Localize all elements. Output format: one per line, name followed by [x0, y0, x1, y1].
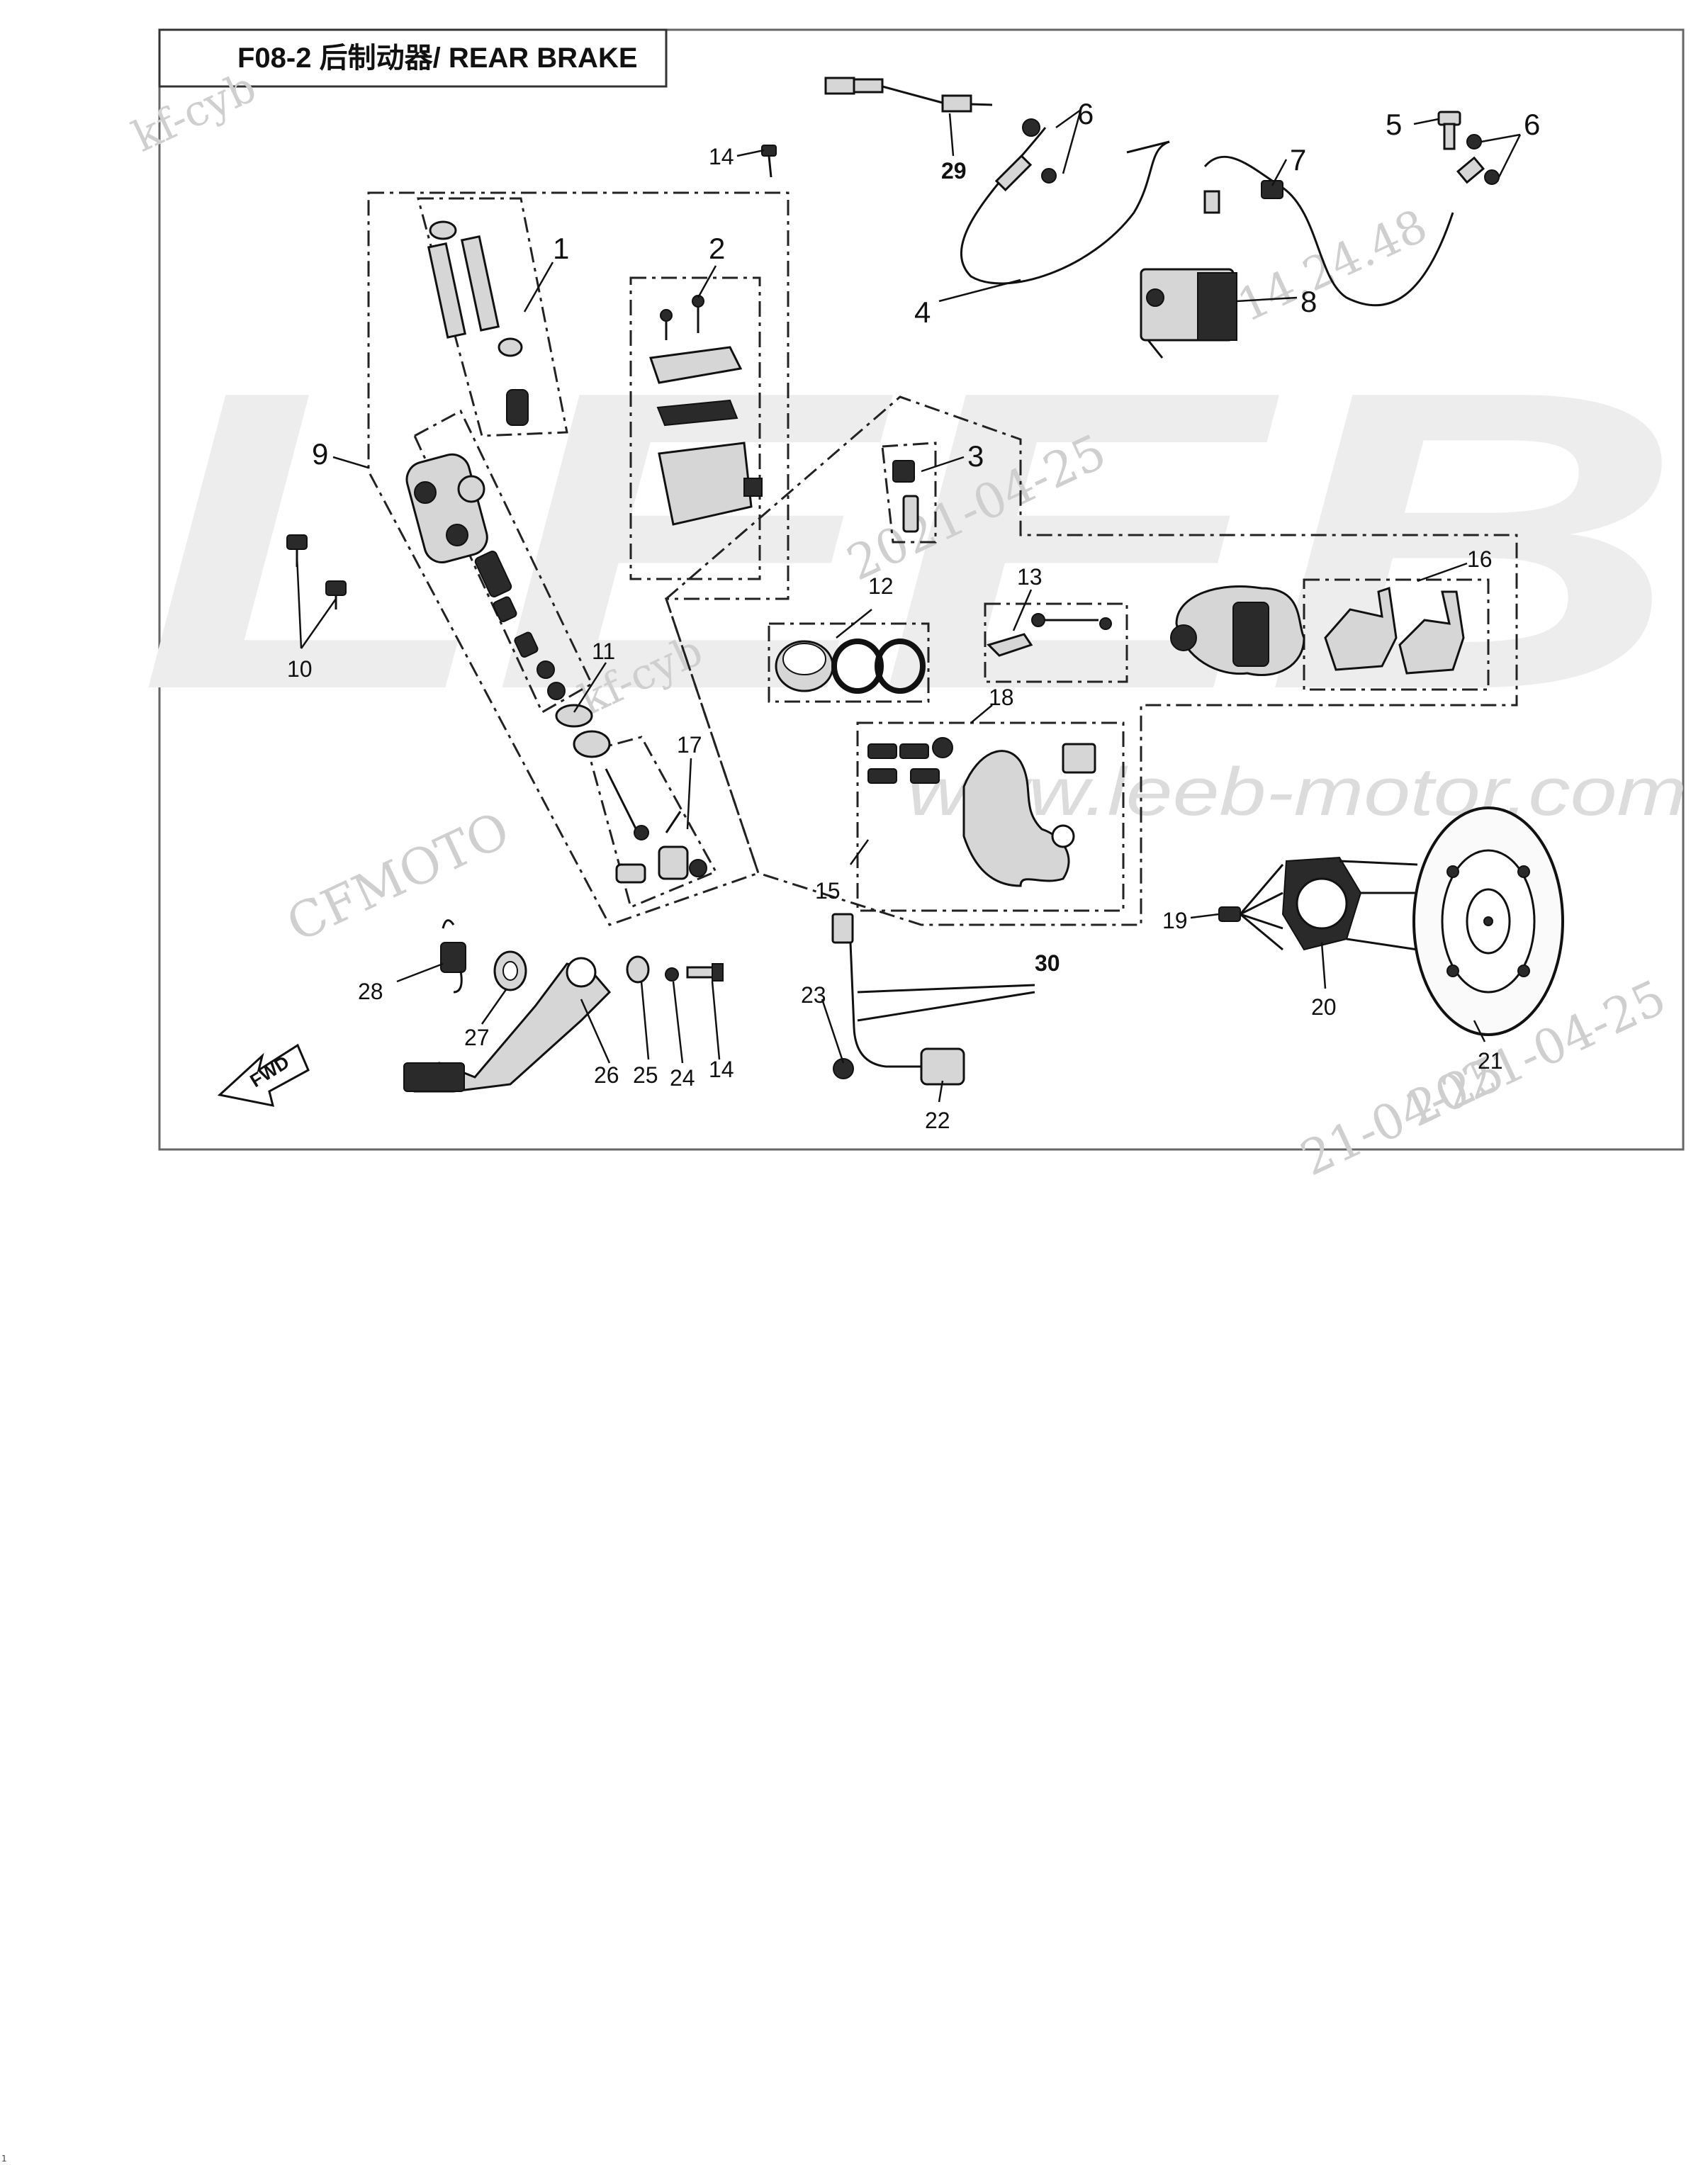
callouts: 1 2 3 4 5 6 6 7 8 9 10 11 12 13 14 14 15… — [287, 97, 1540, 1133]
group-16-box — [1303, 578, 1490, 691]
disc-bolt-part — [1218, 864, 1284, 951]
push-rod-part — [605, 768, 707, 884]
master-cylinder-part — [405, 453, 488, 563]
watermark-brand: CFMOTO — [279, 800, 519, 953]
brake-pedal-part — [403, 957, 612, 1093]
group-15-caliper — [665, 395, 1518, 926]
callout-25: 25 — [633, 1062, 658, 1088]
bolts-10-part — [286, 534, 347, 609]
brake-hose-4-part — [960, 118, 1170, 285]
fwd-arrow-icon: FWD — [217, 1043, 310, 1107]
reservoir-hose-part — [427, 220, 529, 426]
callout-22: 22 — [925, 1108, 950, 1133]
group-18-box — [856, 721, 1125, 912]
piston-kit-part — [474, 551, 611, 758]
reservoir-part — [648, 295, 763, 526]
page-mark: 1 — [1, 2154, 7, 2164]
diagram-frame — [158, 28, 1685, 1151]
callout-17: 17 — [677, 732, 702, 758]
slide-pin-part — [987, 613, 1112, 657]
group-11-box — [413, 409, 593, 714]
callout-24: 24 — [670, 1065, 695, 1091]
callout-1: 1 — [553, 232, 569, 265]
piston-seals-part — [775, 639, 926, 694]
pedal-spring-part — [440, 919, 466, 994]
callout-12: 12 — [868, 573, 894, 599]
callout-10: 10 — [287, 656, 313, 682]
callout-13: 13 — [1017, 564, 1043, 590]
group-12-box — [768, 622, 930, 703]
callout-2: 2 — [709, 232, 725, 265]
callout-29: 29 — [941, 158, 967, 184]
callout-20: 20 — [1311, 994, 1337, 1020]
pedal-washer-part — [493, 950, 527, 991]
disc-adaptor-part — [1281, 856, 1418, 951]
group-3-box — [881, 442, 937, 544]
group-2-box — [629, 276, 761, 580]
callout-15: 15 — [815, 878, 841, 904]
brake-disc-part — [1412, 806, 1564, 1036]
callout-8: 8 — [1300, 285, 1317, 318]
callout-3: 3 — [967, 439, 984, 473]
callout-19: 19 — [1162, 908, 1188, 933]
callout-21: 21 — [1478, 1048, 1503, 1074]
abs-module-part — [1140, 268, 1237, 359]
brake-pads-part — [1324, 587, 1465, 675]
callout-16: 16 — [1467, 546, 1493, 572]
caliper-part — [1170, 585, 1305, 677]
wheel-speed-sensor-part — [831, 913, 1035, 1086]
diagram-title: F08-2 后制动器/ REAR BRAKE — [237, 43, 638, 74]
leader-lines — [296, 108, 1522, 1103]
brake-hose-7-part — [1203, 155, 1454, 307]
caliper-bracket-part — [867, 737, 1096, 887]
callout-14-top: 14 — [709, 144, 734, 169]
callout-5: 5 — [1386, 108, 1402, 141]
callout-6-right: 6 — [1524, 108, 1540, 141]
callout-4: 4 — [914, 296, 931, 329]
group-13-box — [984, 602, 1128, 683]
banjo-bolt-5-part — [1437, 111, 1500, 185]
group-1-box — [417, 197, 568, 437]
callout-27: 27 — [464, 1025, 490, 1050]
pedal-pivot-part — [626, 955, 724, 984]
callout-18: 18 — [989, 685, 1014, 710]
callout-9: 9 — [312, 437, 328, 471]
callout-26: 26 — [594, 1062, 619, 1088]
bolt-14-top-part — [761, 145, 777, 178]
group-17-box — [587, 736, 718, 909]
callout-11: 11 — [592, 639, 615, 664]
watermark-site: www.leeb-motor.com — [907, 754, 1687, 830]
bleeder-valve-part — [892, 460, 919, 533]
callout-30: 30 — [1035, 950, 1060, 976]
watermark-logo: LEEB — [138, 303, 1683, 778]
title-box — [158, 28, 668, 88]
callout-23: 23 — [801, 982, 826, 1008]
brake-switch-connector-part — [824, 77, 993, 113]
group-9-master-cylinder — [367, 191, 790, 926]
callout-7: 7 — [1290, 143, 1306, 176]
callout-6-left: 6 — [1077, 97, 1094, 130]
callout-28: 28 — [358, 979, 383, 1004]
callout-14-bottom: 14 — [709, 1057, 734, 1082]
